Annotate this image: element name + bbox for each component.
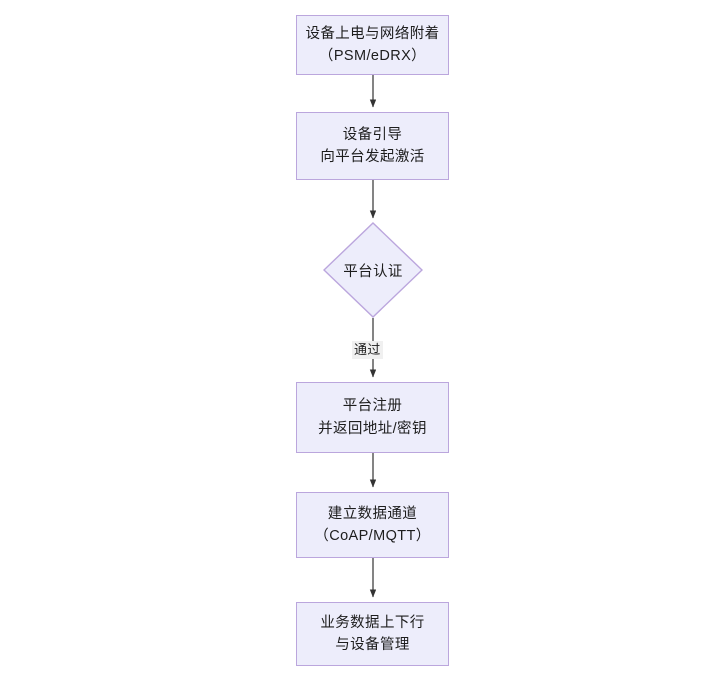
diamond-shape-icon xyxy=(323,222,423,318)
node-service-data-line-2: 与设备管理 xyxy=(335,637,410,653)
node-service-data-line-1: 业务数据上下行 xyxy=(320,614,425,631)
node-platform-auth-decision[interactable]: 平台认证 xyxy=(323,222,423,318)
node-platform-registration-line-2: 并返回地址/密钥 xyxy=(318,420,427,437)
node-data-channel[interactable]: 建立数据通道 （CoAP/MQTT） xyxy=(296,492,449,558)
node-platform-auth-label: 平台认证 xyxy=(343,263,403,280)
node-device-power-on-line-2: （PSM/eDRX） xyxy=(318,48,427,64)
node-device-power-on[interactable]: 设备上电与网络附着 （PSM/eDRX） xyxy=(296,15,449,75)
edge-label-pass: 通过 xyxy=(352,341,383,359)
node-device-power-on-line-1: 设备上电与网络附着 xyxy=(305,25,440,42)
node-service-data-and-management[interactable]: 业务数据上下行 与设备管理 xyxy=(296,602,449,666)
node-device-bootstrap-line-1: 设备引导 xyxy=(342,126,403,143)
node-device-bootstrap[interactable]: 设备引导 向平台发起激活 xyxy=(296,112,449,180)
node-platform-registration-line-1: 平台注册 xyxy=(342,398,403,415)
node-data-channel-line-1: 建立数据通道 xyxy=(327,505,418,522)
node-data-channel-line-2: （CoAP/MQTT） xyxy=(314,528,431,544)
node-platform-registration[interactable]: 平台注册 并返回地址/密钥 xyxy=(296,382,449,453)
node-device-bootstrap-line-2: 向平台发起激活 xyxy=(320,149,425,165)
